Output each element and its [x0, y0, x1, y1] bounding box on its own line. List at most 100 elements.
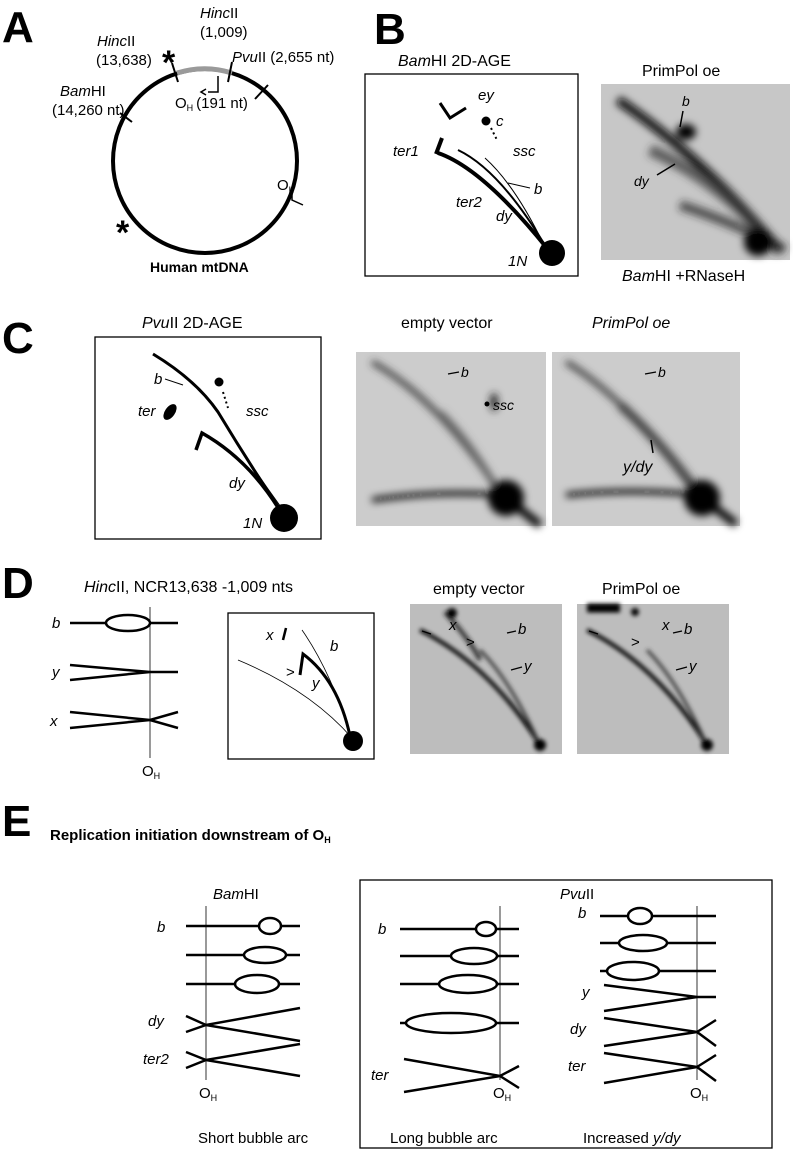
bam-tick	[119, 112, 133, 123]
d-blot1-y-leader	[510, 666, 523, 671]
b-blot-title: PrimPol oe	[642, 63, 720, 80]
c-blot2-signal	[564, 359, 739, 528]
c-b-leader	[164, 378, 184, 386]
c-blot2-ydy-leader	[650, 439, 654, 454]
d-blot1-b-leader	[506, 630, 517, 634]
d-blot1-signal	[419, 608, 546, 751]
b-1n-spot	[539, 240, 565, 266]
c-blot1-ssc-label: ssc	[493, 397, 514, 413]
b-b-label: b	[534, 181, 542, 198]
panel-c-diagram-box	[94, 336, 322, 540]
d-x-label: x	[49, 713, 58, 730]
c-blot2-title: PrimPol oe	[592, 315, 670, 332]
c-blot1-signal	[370, 359, 543, 529]
d-thin-arc	[237, 659, 353, 739]
e-pvu1-bubble3	[437, 973, 499, 995]
e-bam-dy	[185, 1006, 301, 1043]
c-dot	[214, 377, 224, 387]
e-bam-b-label: b	[157, 919, 165, 936]
e-bam-oh-label: OH	[199, 1085, 217, 1103]
panel-d: D HincII, NCR13,638 -1,009 nts b y x OH …	[2, 559, 729, 781]
panel-letter-b: B	[374, 5, 406, 54]
e-pvu2-y-label: y	[581, 984, 591, 1001]
pvu-label: PvuII(2,655 nt)	[232, 49, 334, 66]
hinc-right-label: HincII	[200, 5, 238, 22]
panel-e: E Replication initiation downstream of O…	[2, 797, 773, 1149]
d-blot2-arrow: >	[631, 634, 640, 651]
d-oh-label: OH	[142, 763, 160, 781]
e-pvu-title: PvuII	[560, 886, 594, 903]
d-blot1-title: empty vector	[433, 581, 525, 598]
oh-arrowhead	[199, 88, 207, 96]
ncr-grey-arc	[176, 66, 233, 76]
b-blot-caption: BamHI +RNaseH	[622, 268, 745, 285]
e-pvu1-bubble1	[474, 920, 498, 938]
panel-b-title: BamHI 2D-AGE	[398, 53, 511, 70]
b-blot-signal	[615, 96, 788, 256]
e-pvu2-bubble2	[617, 933, 669, 953]
d-blot1-y-label: y	[523, 658, 533, 675]
oh-label: OH(191 nt)	[175, 95, 248, 113]
e-caption-short: Short bubble arc	[198, 1130, 309, 1147]
e-caption-long: Long bubble arc	[390, 1130, 498, 1147]
d-blot1-x-label: x	[448, 617, 457, 634]
b-ey-hook	[438, 102, 467, 121]
e-pvu1-bubble2	[449, 946, 499, 966]
e-pvu2-oh-label: OH	[690, 1085, 708, 1103]
c-blot2-ydy-label: y/dy	[622, 459, 653, 476]
c-dy-hook	[194, 430, 284, 515]
c-blot1-ssc-dot	[484, 401, 490, 407]
e-pvu2-bubble1	[626, 906, 654, 926]
b-ssc-dots	[490, 127, 498, 141]
bam-position: (14,260 nt)	[52, 102, 125, 119]
b-c-dot	[481, 116, 491, 126]
c-ssc-arc	[227, 429, 284, 511]
e-pvu2-ter	[603, 1051, 717, 1085]
hinc-left-position: (13,638)	[96, 52, 152, 69]
b-thin-arc	[484, 157, 545, 246]
b-ey-label: ey	[478, 87, 495, 104]
d-b-bubble	[104, 613, 152, 633]
panel-c: C PvuII 2D-AGE b ter ssc dy 1N empty vec…	[2, 314, 740, 540]
d-diag-y-label: y	[311, 675, 321, 692]
b-1n-label: 1N	[508, 253, 527, 270]
c-ter-spot	[163, 404, 177, 420]
panel-d-title: HincII, NCR13,638 -1,009 nts	[84, 579, 293, 596]
e-pvu2-ter-label: ter	[568, 1058, 587, 1075]
b-ter2-label: ter2	[456, 194, 483, 211]
b-blot-dy-label: dy	[634, 173, 650, 189]
d-blot2-tick	[588, 630, 599, 635]
d-blot1-b-label: b	[518, 621, 526, 638]
c-blot2-b-leader	[644, 371, 657, 375]
c-blot1-b-leader	[447, 371, 460, 375]
oh-arrow	[208, 76, 219, 93]
b-blot-b-leader	[679, 110, 684, 128]
d-blot2-b-leader	[672, 630, 683, 634]
e-pvu1-bubble4	[404, 1011, 498, 1035]
ol-label: OL	[277, 177, 294, 195]
c-1n-spot	[270, 504, 298, 532]
b-c-label: c	[496, 113, 504, 130]
panel-b: B BamHI 2D-AGE ey c ter1 ssc b ter2 dy 1…	[364, 5, 790, 285]
e-bam-ter2-label: ter2	[143, 1051, 170, 1068]
star-top: *	[162, 44, 176, 82]
panel-c-title: PvuII 2D-AGE	[142, 315, 242, 332]
e-pvu2-y	[603, 983, 716, 1013]
c-b-label: b	[154, 371, 162, 388]
e-bam-title: BamHI	[213, 886, 259, 903]
c-ssc-dots	[222, 391, 229, 409]
panel-b-diagram-box	[364, 73, 579, 277]
hinc-right-position: (1,009)	[200, 24, 248, 41]
d-blot1-tick	[421, 630, 432, 635]
d-diag-x-label: x	[265, 627, 274, 644]
mtdna-caption: Human mtDNA	[150, 259, 249, 275]
e-bam-bubble3	[233, 973, 281, 995]
panel-letter-e: E	[2, 797, 31, 846]
b-ter1-hook	[434, 137, 444, 155]
b-blot-b-label: b	[682, 93, 690, 109]
e-pvu1-oh-label: OH	[493, 1085, 511, 1103]
e-bam-bubble1	[257, 916, 283, 936]
ol-arrow	[291, 192, 304, 206]
e-pvu1-ter	[403, 1057, 520, 1094]
